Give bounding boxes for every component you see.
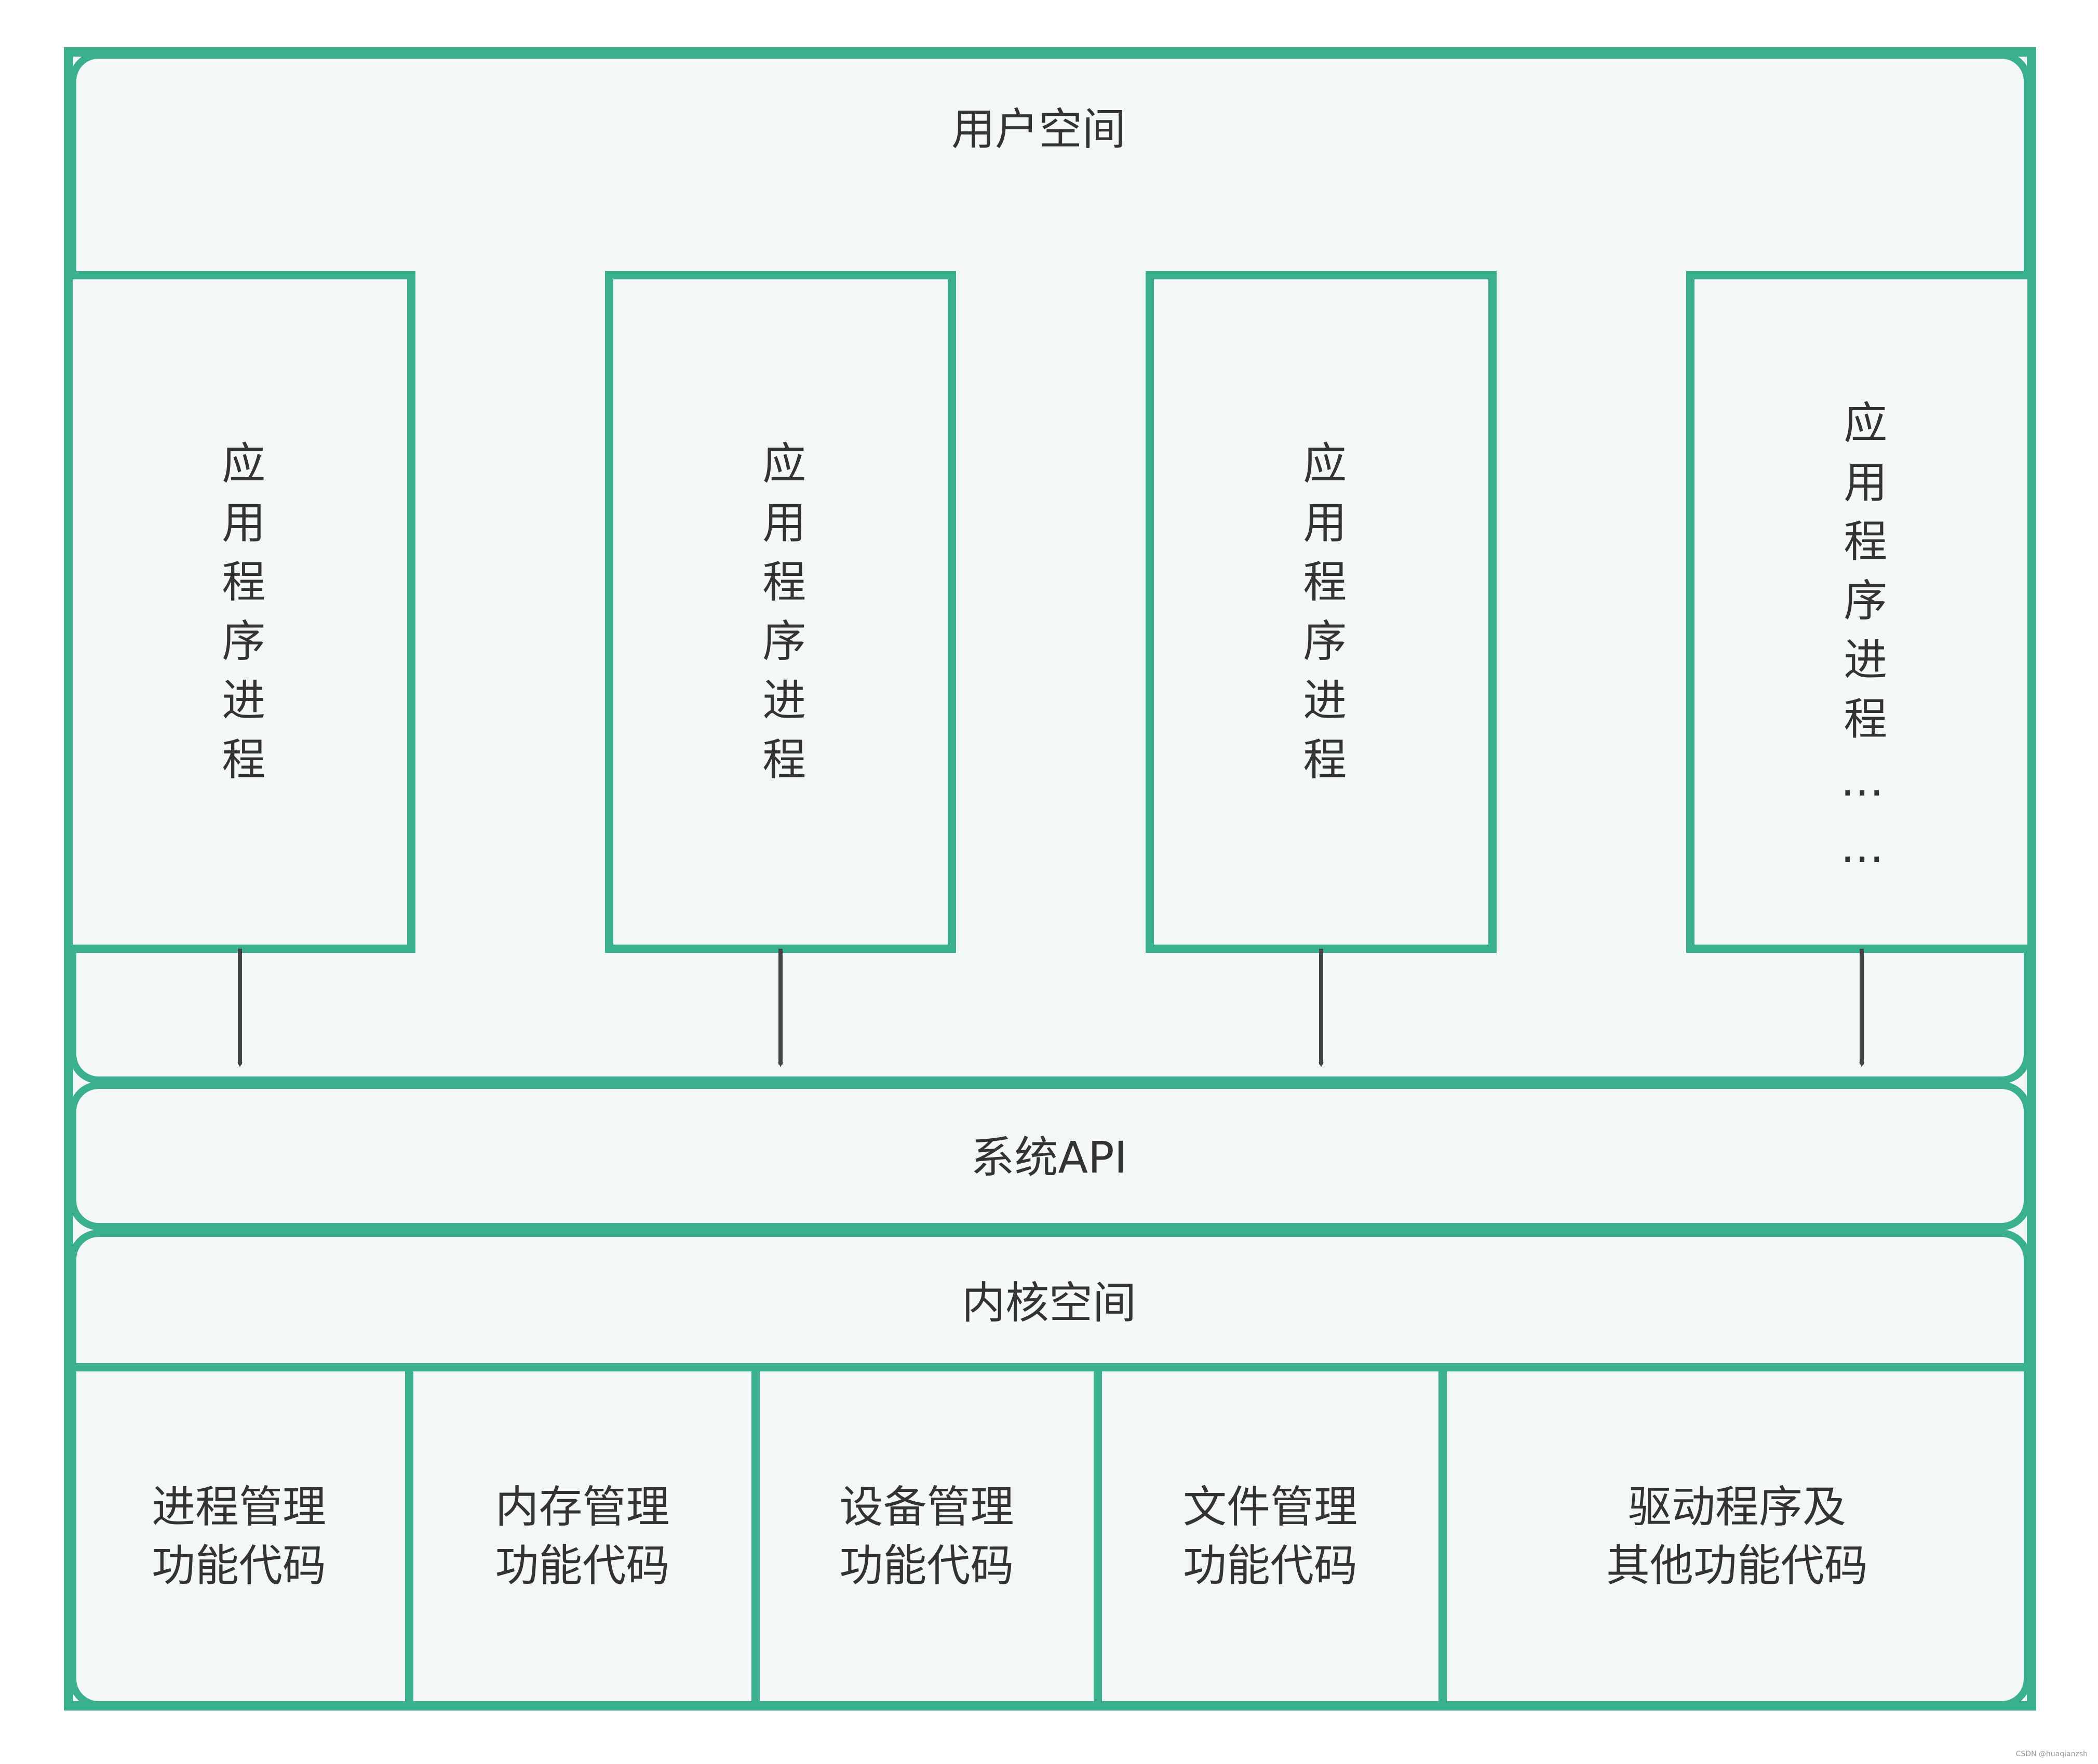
kernel-module-device: 设备管理 功能代码 xyxy=(839,1481,1014,1591)
process-label-2: 应用程序进程 xyxy=(755,440,806,796)
kernel-space-region xyxy=(69,1230,2031,1708)
process-box-4 xyxy=(1686,271,2036,953)
kernel-module-file: 文件管理 功能代码 xyxy=(1182,1481,1357,1591)
kernel-module-driver: 驱动程序及 其他功能代码 xyxy=(1606,1481,1868,1591)
process-label-3: 应用程序进程 xyxy=(1296,440,1347,796)
user-space-title: 用户空间 xyxy=(951,104,1126,155)
kernel-space-title: 内核空间 xyxy=(961,1277,1136,1329)
system-api-title: 系统API xyxy=(971,1132,1127,1183)
kernel-module-memory: 内存管理 功能代码 xyxy=(495,1481,670,1591)
system-api-region xyxy=(69,1082,2031,1230)
kernel-module-process: 进程管理 功能代码 xyxy=(151,1481,326,1591)
process-label-4: 应用程序进程…… xyxy=(1836,400,1888,888)
process-box-1 xyxy=(64,271,415,953)
process-box-3 xyxy=(1146,271,1497,953)
process-label-1: 应用程序进程 xyxy=(214,440,266,796)
watermark: CSDN @huaqianzsh xyxy=(2015,1750,2088,1758)
